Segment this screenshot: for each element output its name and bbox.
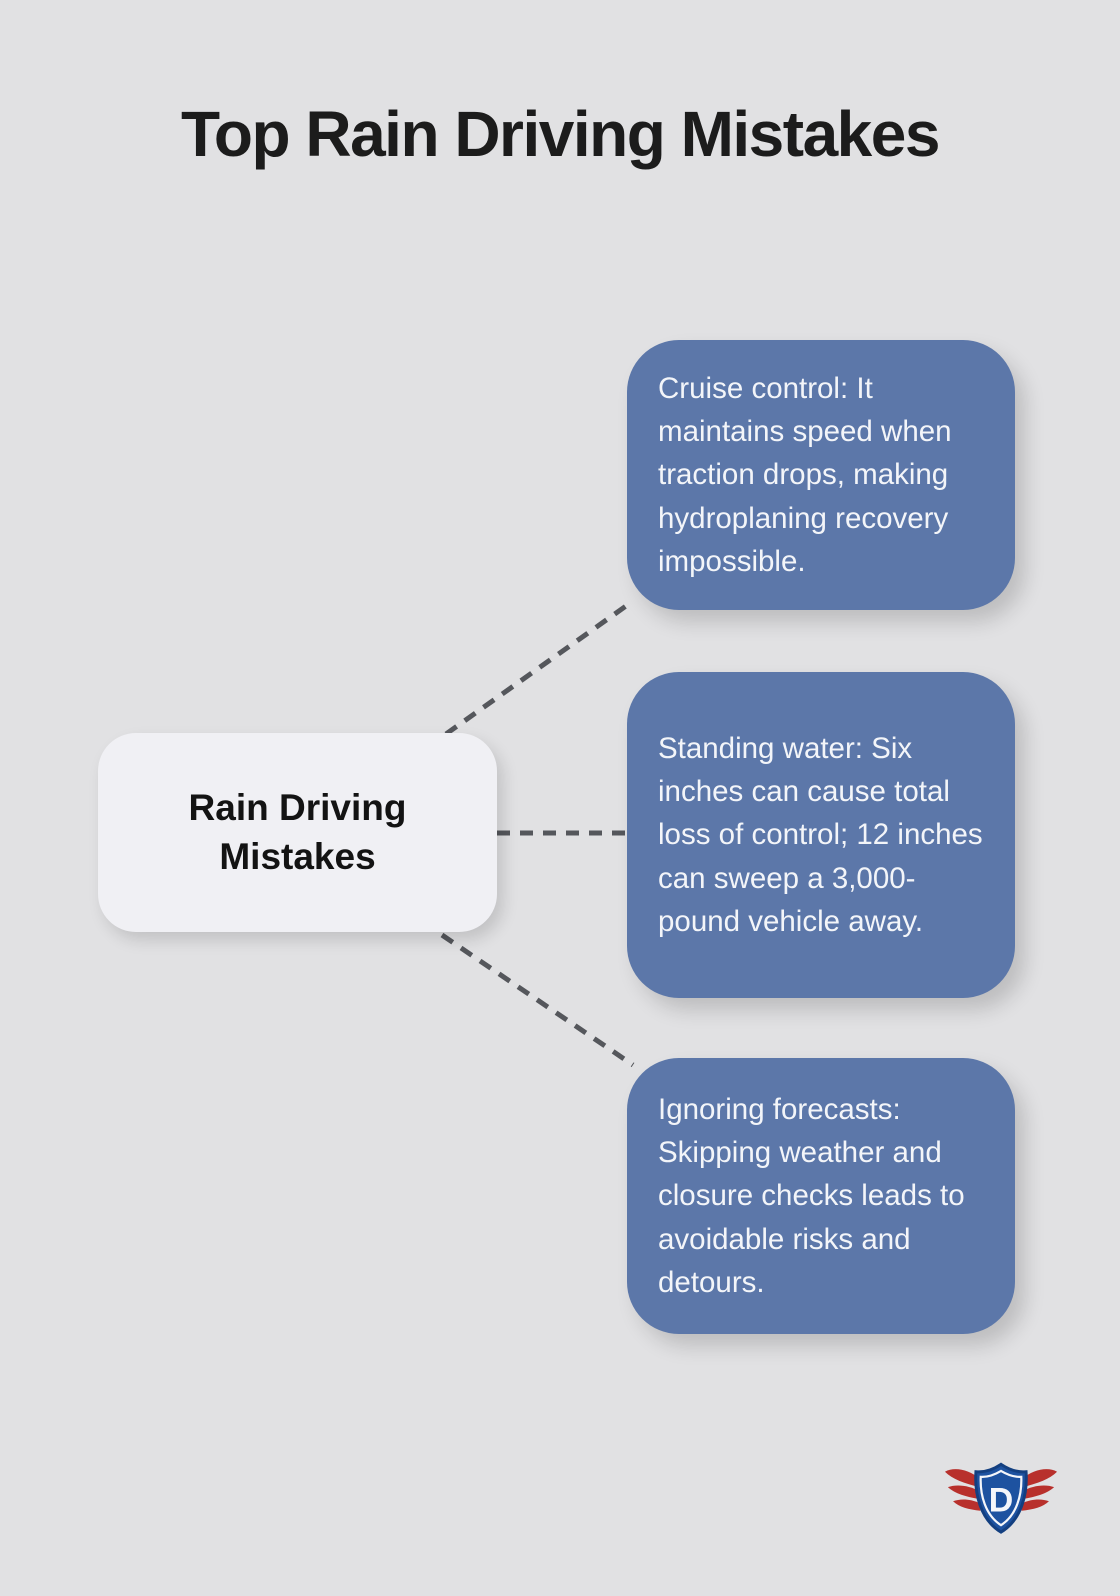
center-node: Rain Driving Mistakes — [98, 733, 497, 932]
connector-bottom-branch — [440, 932, 635, 1068]
mistake-card-ignoring-forecasts: Ignoring forecasts: Skipping weather and… — [627, 1058, 1015, 1334]
mistake-card-cruise-control: Cruise control: It maintains speed when … — [627, 340, 1015, 610]
logo-shield-inner-outline — [979, 1469, 1023, 1527]
center-node-label: Rain Driving Mistakes — [188, 787, 407, 877]
mistake-card-text: Cruise control: It maintains speed when … — [658, 372, 952, 578]
connector-top-branch — [444, 598, 635, 737]
logo-wing-right — [1021, 1469, 1058, 1511]
mistake-card-standing-water: Standing water: Six inches can cause tot… — [627, 672, 1015, 998]
page-title: Top Rain Driving Mistakes — [181, 98, 940, 170]
logo-wing-left — [944, 1469, 981, 1511]
logo-shield — [974, 1462, 1028, 1534]
mistake-card-text: Ignoring forecasts: Skipping weather and… — [658, 1093, 965, 1299]
logo-letter: D — [989, 1482, 1014, 1520]
brand-logo: D — [944, 1462, 1058, 1534]
mistake-card-text: Standing water: Six inches can cause tot… — [658, 732, 983, 938]
